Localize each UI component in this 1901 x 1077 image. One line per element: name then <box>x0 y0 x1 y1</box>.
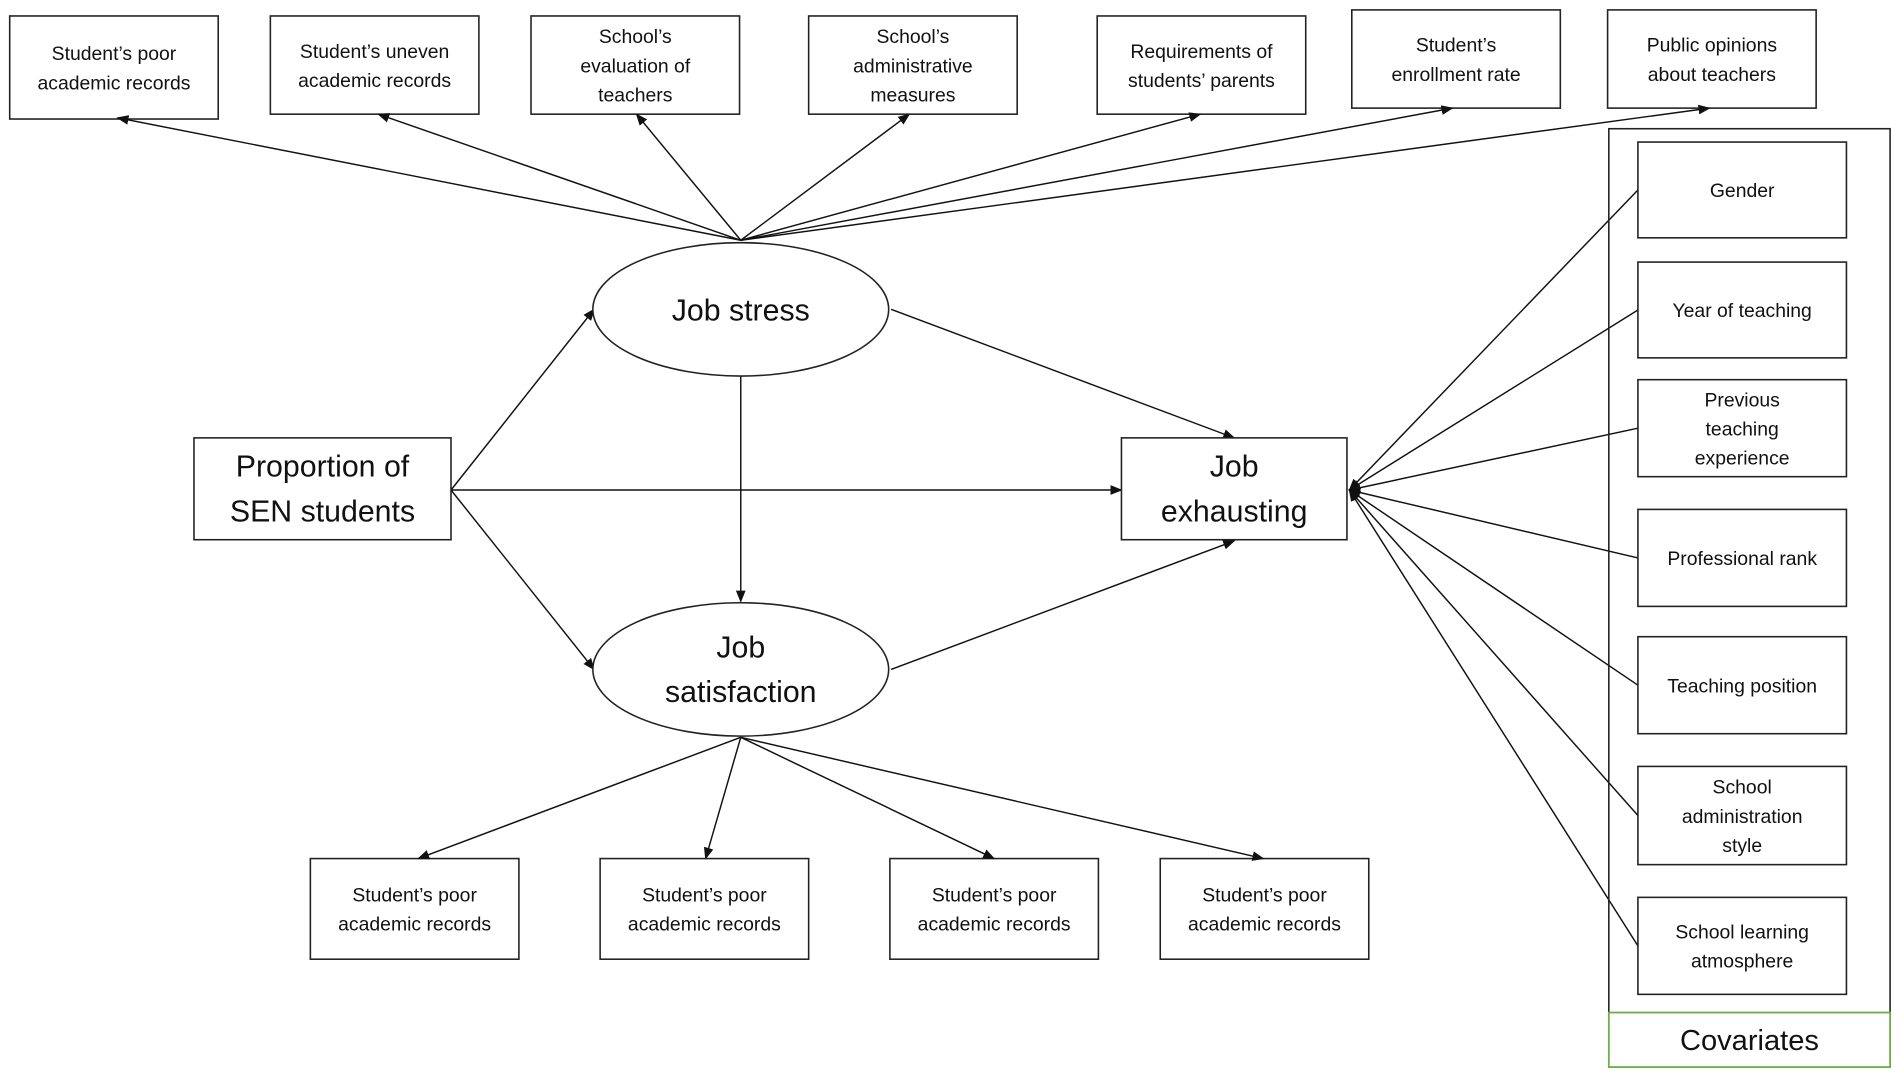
indicator-box-label: enrollment rate <box>1391 64 1520 86</box>
indicator-box: Requirements of students’ parents <box>1096 15 1307 115</box>
indicator-box-label: Student’s poor <box>352 885 477 907</box>
proportion-label: Proportion of <box>236 451 410 484</box>
indicator-box-label: administrative <box>853 55 973 77</box>
covariate-box: School learning atmosphere <box>1637 896 1848 996</box>
covariate-box-label: Year of teaching <box>1673 300 1812 322</box>
indicator-box-label: students’ parents <box>1128 70 1275 92</box>
indicator-box-label: School’s <box>599 26 672 48</box>
job-satisfaction-label: Job <box>716 631 765 664</box>
indicator-box-label: Student’s poor <box>1202 885 1327 907</box>
indicator-box-label: measures <box>870 84 955 106</box>
satisfaction-indicator-arrows <box>417 736 1265 861</box>
indicator-box-label: Student’s <box>1416 35 1496 57</box>
proportion-label: SEN students <box>230 496 415 529</box>
arrow <box>635 113 742 241</box>
covariate-box-label: teaching <box>1706 418 1779 440</box>
covariate-box-label: Teaching position <box>1667 675 1817 697</box>
structural-arrows <box>450 308 1236 671</box>
arrow <box>740 112 1202 241</box>
indicator-box: Public opinions about teachers <box>1606 9 1817 109</box>
job-stress-label: Job stress <box>672 294 810 327</box>
covariate-box-label: experience <box>1695 448 1790 470</box>
job-exhausting-node: Job exhausting <box>1120 437 1348 541</box>
covariate-arrow <box>1348 189 1639 491</box>
covariates-title: Covariates <box>1680 1025 1819 1057</box>
indicator-box-label: about teachers <box>1648 64 1776 86</box>
indicator-box: Student’s uneven academic records <box>269 15 480 115</box>
covariate-arrow <box>1348 489 1639 817</box>
covariate-box: Year of teaching <box>1637 261 1848 359</box>
arrow-proportion-stress <box>450 308 595 491</box>
indicator-box: Student’s poor academic records <box>599 857 810 960</box>
arrow <box>740 105 1454 241</box>
job-satisfaction-node: Job satisfaction <box>592 601 890 737</box>
indicator-box-label: evaluation of <box>580 55 690 77</box>
job-exhausting-label: exhausting <box>1161 496 1308 529</box>
covariate-arrow <box>1348 309 1639 491</box>
covariate-box-label: administration <box>1682 806 1803 828</box>
arrow <box>377 113 741 241</box>
indicator-box: School’s administrative measures <box>807 15 1018 115</box>
covariate-box: Previous teaching experience <box>1637 378 1848 478</box>
indicator-box-label: academic records <box>298 70 451 92</box>
indicator-box-label: Public opinions <box>1647 35 1777 57</box>
indicator-box-label: academic records <box>918 914 1071 936</box>
indicator-box-label: Student’s poor <box>932 885 1057 907</box>
covariate-box-label: atmosphere <box>1691 951 1793 973</box>
indicator-box-label: School’s <box>876 26 949 48</box>
job-satisfaction-label: satisfaction <box>665 676 817 709</box>
indicator-box: Student’s poor academic records <box>309 857 520 960</box>
arrow-proportion-satisfaction <box>450 489 595 671</box>
stress-indicator-arrows <box>116 104 1711 241</box>
covariate-box-label: Previous <box>1704 389 1779 411</box>
indicator-box-label: academic records <box>1188 914 1341 936</box>
proportion-node: Proportion of SEN students <box>193 437 452 541</box>
arrow-satisfaction-exhausting <box>890 540 1236 671</box>
arrow <box>417 736 742 860</box>
job-stress-node: Job stress <box>592 241 890 377</box>
covariate-arrow <box>1348 427 1639 493</box>
arrow <box>703 737 742 860</box>
covariate-arrow <box>1348 487 1639 559</box>
covariate-arrow <box>1348 488 1639 947</box>
arrow <box>740 104 1711 241</box>
arrow <box>740 736 996 860</box>
indicator-box-label: academic records <box>338 914 491 936</box>
indicator-box: Student’s poor academic records <box>8 15 220 120</box>
arrow <box>740 113 911 241</box>
arrow <box>740 736 1265 861</box>
indicator-box-label: Student’s uneven <box>300 41 449 63</box>
covariate-box-label: School <box>1713 777 1772 799</box>
covariate-box: Gender <box>1637 141 1848 239</box>
arrow <box>116 115 741 241</box>
covariate-arrows <box>1348 189 1639 947</box>
indicator-box: School’s evaluation of teachers <box>530 15 741 115</box>
covariate-box-label: School learning <box>1675 922 1809 944</box>
covariate-box: Teaching position <box>1637 635 1848 735</box>
indicator-box-label: academic records <box>628 914 781 936</box>
indicator-box: Student’s poor academic records <box>889 857 1100 960</box>
arrow-stress-exhausting <box>890 308 1236 439</box>
job-exhausting-label: Job <box>1210 451 1259 484</box>
covariate-box-label: style <box>1722 835 1762 857</box>
covariate-arrow <box>1348 489 1639 686</box>
covariate-box-label: Gender <box>1710 180 1775 202</box>
indicator-box-label: Student’s poor <box>642 885 767 907</box>
indicator-box-label: Requirements of <box>1130 41 1273 63</box>
indicator-box-label: academic records <box>38 72 191 94</box>
indicator-box-label: Student’s poor <box>52 43 177 65</box>
indicator-box: Student’s enrollment rate <box>1351 9 1562 109</box>
covariate-box: School administration style <box>1637 765 1848 866</box>
indicator-box-label: teachers <box>598 84 672 106</box>
indicator-box: Student’s poor academic records <box>1159 857 1370 960</box>
covariate-box: Professional rank <box>1637 508 1848 608</box>
covariate-box-label: Professional rank <box>1667 548 1817 570</box>
